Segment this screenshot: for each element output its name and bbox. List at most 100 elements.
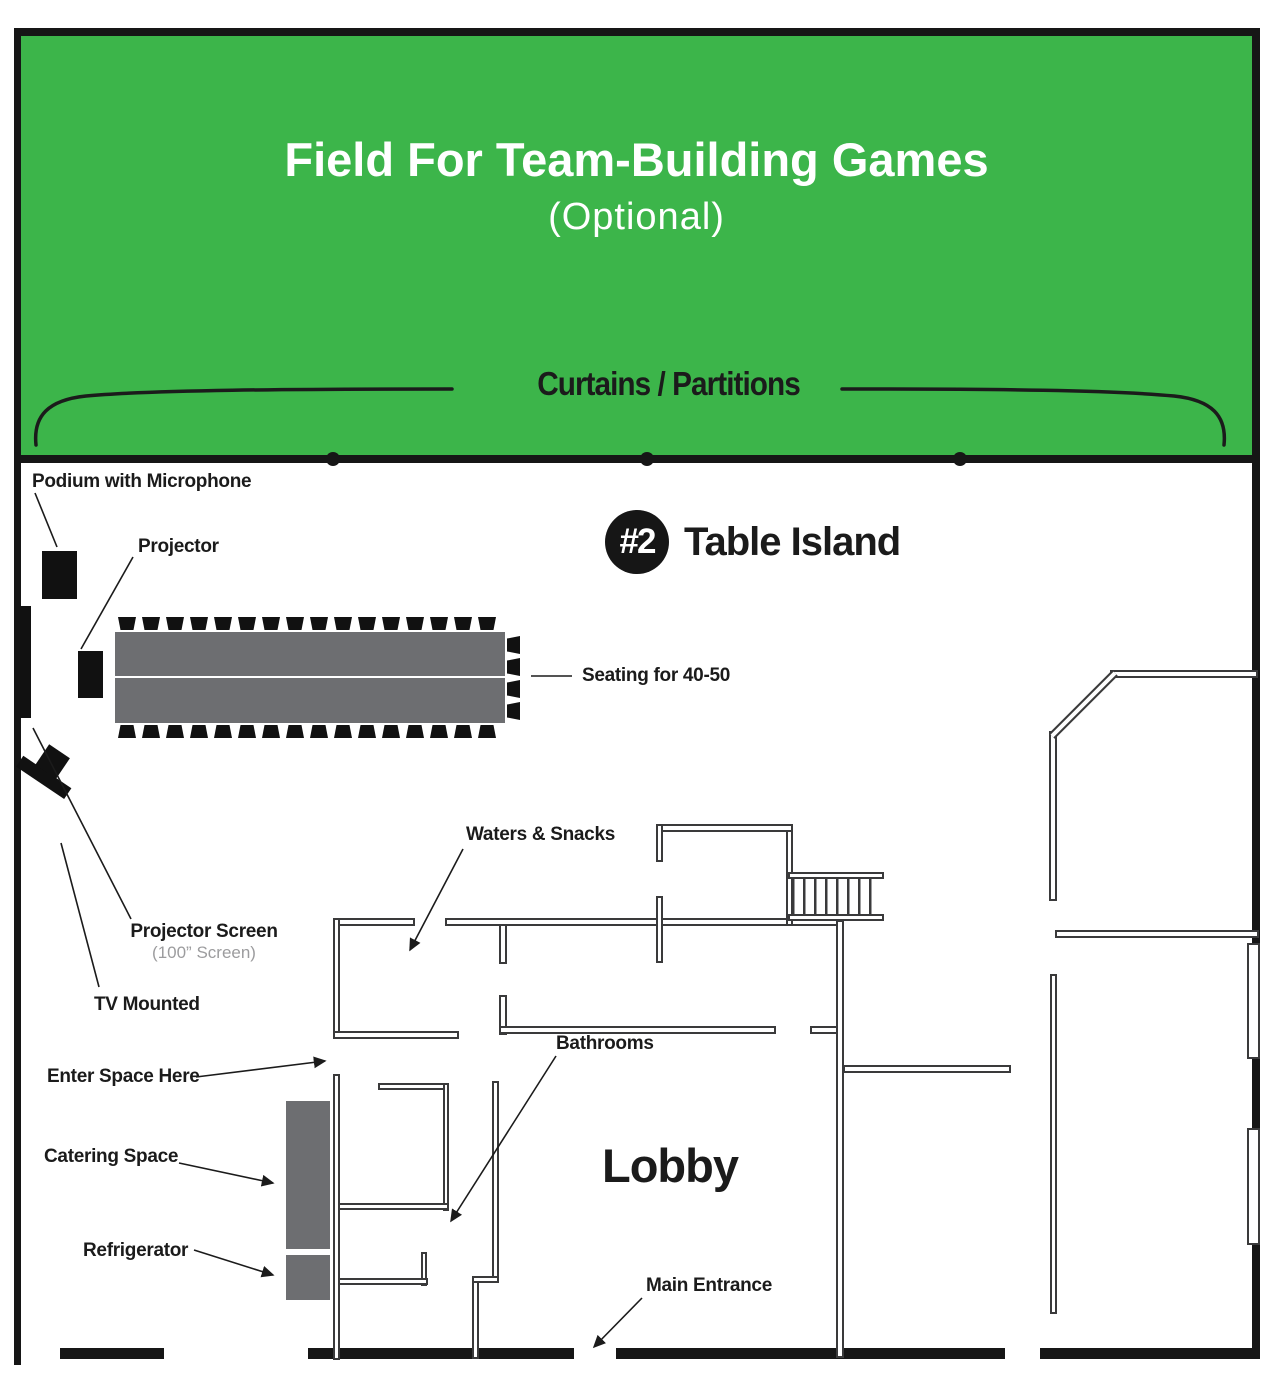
curtains-partitions-label: Curtains / Partitions <box>537 364 801 403</box>
projector-screen <box>20 606 31 718</box>
chair-icon <box>507 658 520 676</box>
main-entrance-label: Main Entrance <box>646 1275 772 1296</box>
chair-icon <box>478 617 496 630</box>
catering-space-label: Catering Space <box>44 1146 179 1167</box>
wall <box>656 896 663 963</box>
wall <box>472 1281 479 1359</box>
bottom-wall-segment <box>616 1348 1005 1359</box>
chair-icon <box>310 617 328 630</box>
chair-icon <box>358 725 376 738</box>
wall <box>333 1074 340 1360</box>
field-title: Field For Team-Building Games <box>284 133 989 186</box>
bathroom-wall <box>338 1203 449 1210</box>
chair-icon <box>430 617 448 630</box>
chair-icon <box>454 617 472 630</box>
chair-icon <box>214 617 232 630</box>
chair-icon <box>406 725 424 738</box>
chair-icon <box>190 617 208 630</box>
partition-anchor-dot <box>953 452 967 466</box>
bathroom-wall <box>443 1083 449 1211</box>
wall <box>492 1081 499 1283</box>
catering-space <box>286 1101 330 1249</box>
chair-icon <box>238 725 256 738</box>
refrigerator-label: Refrigerator <box>83 1240 189 1261</box>
chair-icon <box>310 725 328 738</box>
wall <box>843 1065 1011 1073</box>
wall <box>499 995 507 1035</box>
chair-icon <box>507 702 520 720</box>
partition-anchor-dot <box>640 452 654 466</box>
wall <box>333 918 340 1039</box>
chair-icon <box>142 725 160 738</box>
diagonal-wall <box>1049 670 1118 739</box>
podium-label: Podium with Microphone <box>32 471 252 492</box>
wall <box>333 1031 459 1039</box>
chair-icon <box>286 617 304 630</box>
bathrooms-label: Bathrooms <box>556 1033 654 1054</box>
wall <box>1049 731 1057 901</box>
enter-space-label: Enter Space Here <box>47 1066 200 1087</box>
chair-icon <box>238 617 256 630</box>
bathroom-wall <box>378 1083 449 1090</box>
chair-icon <box>507 680 520 698</box>
wall <box>656 824 663 862</box>
chair-icon <box>334 617 352 630</box>
table-island-bottom <box>115 678 505 723</box>
chair-icon <box>166 725 184 738</box>
field-subtitle: (Optional) <box>548 196 725 238</box>
wall <box>1050 974 1057 1314</box>
wall <box>1055 930 1259 938</box>
wall <box>499 924 507 964</box>
wall <box>656 824 793 832</box>
bathroom-wall <box>338 1278 428 1285</box>
chair-icon <box>166 617 184 630</box>
table-island-top <box>115 632 505 676</box>
projector-screen-label-sub: (100” Screen) <box>152 943 256 962</box>
wall <box>333 918 415 926</box>
stairs-steps <box>792 879 880 915</box>
lobby-label: Lobby <box>602 1139 739 1192</box>
chair-icon <box>406 617 424 630</box>
chair-icon <box>358 617 376 630</box>
chair-icon <box>454 725 472 738</box>
bottom-wall-segment <box>1040 1348 1260 1359</box>
table-chairs-bottom <box>118 725 496 738</box>
chair-icon <box>382 617 400 630</box>
left-exterior-wall <box>14 28 21 1365</box>
waters-snacks-label: Waters & Snacks <box>466 824 615 845</box>
section-number-badge: #2 <box>605 510 669 574</box>
chair-icon <box>334 725 352 738</box>
partition-anchor-dot <box>326 452 340 466</box>
chair-icon <box>262 725 280 738</box>
right-exterior-wall <box>1252 28 1260 1358</box>
wall <box>472 1276 499 1283</box>
wall <box>1110 670 1258 678</box>
chair-icon <box>118 617 136 630</box>
refrigerator <box>286 1255 330 1300</box>
curtain-partition-wall <box>14 455 1260 463</box>
projector <box>78 651 103 698</box>
chair-icon <box>190 725 208 738</box>
table-chairs-right <box>507 636 520 720</box>
chair-icon <box>507 636 520 654</box>
right-wall-door <box>1247 1128 1260 1245</box>
projector-label: Projector <box>138 536 219 557</box>
podium <box>42 551 77 599</box>
lobby-wall <box>836 920 844 1358</box>
tv-mounted-icon <box>16 744 72 800</box>
chair-icon <box>262 617 280 630</box>
section-title: Table Island <box>684 520 901 564</box>
projector-screen-label: Projector Screen (100” Screen) <box>128 921 280 963</box>
chair-icon <box>286 725 304 738</box>
table-chairs-top <box>118 617 496 630</box>
wall <box>499 1026 776 1034</box>
tv-mounted-label: TV Mounted <box>94 994 200 1015</box>
bathroom-wall <box>421 1252 427 1286</box>
chair-icon <box>478 725 496 738</box>
right-wall-door <box>1247 943 1260 1059</box>
bottom-wall-segment <box>308 1348 574 1359</box>
team-building-field: Field For Team-Building Games (Optional)… <box>21 36 1252 455</box>
bottom-wall-segment <box>60 1348 164 1359</box>
chair-icon <box>142 617 160 630</box>
